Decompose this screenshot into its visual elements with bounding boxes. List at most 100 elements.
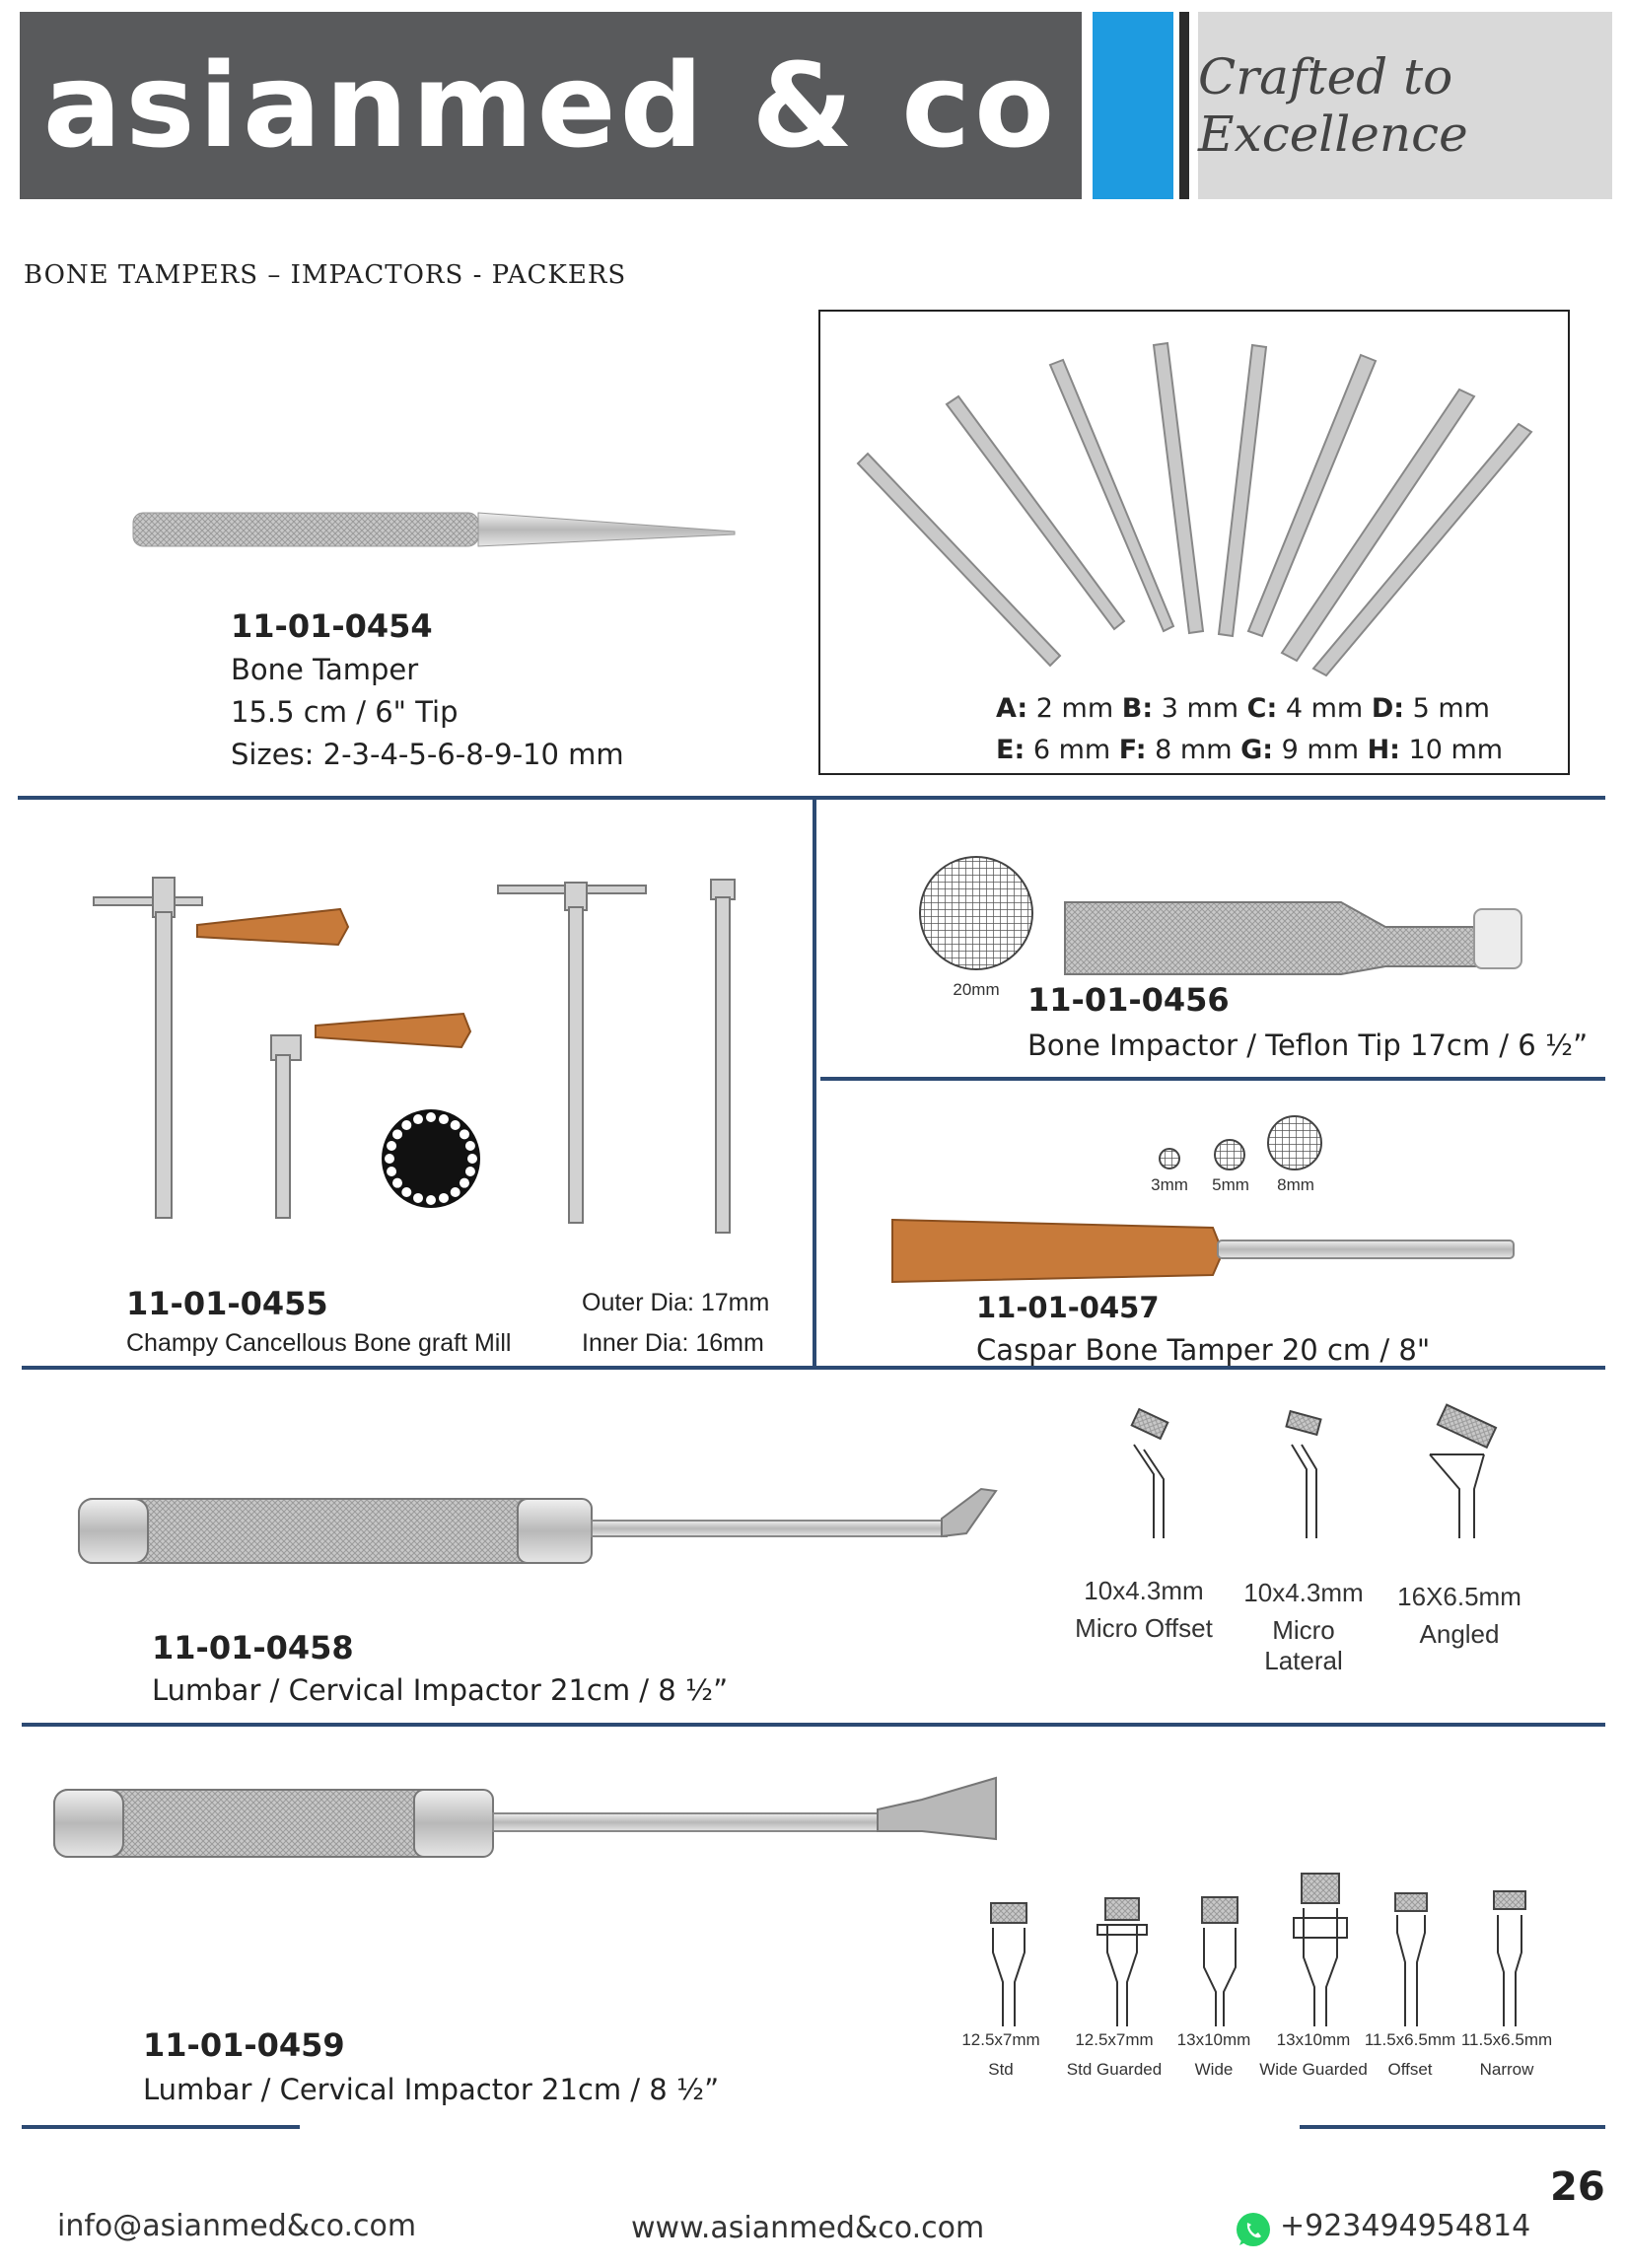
tip-value: 3 mm	[1153, 693, 1247, 724]
footer-rule-right	[1300, 2125, 1605, 2129]
product-code-0459: 11-01-0459	[143, 2026, 345, 2064]
tip-type: Micro Offset	[1075, 1613, 1213, 1643]
tip-size: 12.5x7mm	[961, 2030, 1040, 2049]
tip-value: 2 mm	[1027, 693, 1122, 724]
bone-tamper-image	[132, 512, 736, 547]
tip-key: F:	[1118, 735, 1147, 765]
mill-hole	[401, 1120, 412, 1131]
tip-size: 12.5x7mm	[1075, 2030, 1154, 2049]
tip-type: Wide Guarded	[1259, 2060, 1368, 2079]
tip-size-label: 8mm	[1277, 1175, 1314, 1194]
product-name-0459: Lumbar / Cervical Impactor 21cm / 8 ½”	[143, 2073, 720, 2106]
tip-size: 13x10mm	[1176, 2030, 1251, 2049]
mill-hole	[426, 1195, 436, 1205]
product-name-0455: Champy Cancellous Bone graft Mill	[126, 1329, 512, 1357]
footer-phone[interactable]: +923494954814	[1280, 2209, 1531, 2243]
wide-tip-drawings	[990, 1873, 1526, 2026]
product-length-0454: 15.5 cm / 6" Tip	[231, 695, 459, 729]
mill-hole	[413, 1192, 424, 1203]
teflon-mesh-image	[919, 856, 1033, 970]
caspar-tamper-image	[891, 1218, 1515, 1284]
tip-value: 6 mm	[1025, 735, 1119, 765]
tip-value: 8 mm	[1146, 735, 1241, 765]
tip-type: Std Guarded	[1066, 2060, 1163, 2079]
tip-key: H:	[1367, 735, 1400, 765]
tip-value: 5 mm	[1404, 693, 1490, 724]
product-sizes-0454: Sizes: 2-3-4-5-6-8-9-10 mm	[231, 738, 624, 771]
page-number: 26	[1550, 2164, 1605, 2210]
tip-type: Std	[988, 2060, 1014, 2079]
product-name-0454: Bone Tamper	[231, 653, 419, 686]
tip-size-label: 3mm	[1151, 1175, 1188, 1194]
mill-hole	[459, 1129, 469, 1140]
section-divider	[22, 1723, 1605, 1727]
tamper-set-panel	[818, 310, 1570, 775]
tip-size: 10x4.3mm	[1243, 1578, 1364, 1607]
mill-hole	[392, 1177, 403, 1188]
header-accent-blue	[1093, 12, 1173, 199]
mill-hole	[467, 1154, 477, 1164]
caspar-tip-circles	[1159, 1115, 1322, 1170]
lumbar-impactor-wide-image	[53, 1776, 997, 1858]
mill-hole	[392, 1129, 403, 1140]
lumbar-tip-drawings	[1130, 1403, 1498, 1538]
mill-hole	[387, 1166, 397, 1176]
outer-diameter: Outer Dia: 17mm	[582, 1289, 770, 1316]
footer-website[interactable]: www.asianmed&co.com	[631, 2211, 985, 2245]
section-divider	[820, 1077, 1605, 1081]
bone-impactor-image	[1064, 901, 1522, 975]
header-accent-dark	[1179, 12, 1189, 199]
section-divider	[18, 796, 1605, 800]
footer-email[interactable]: info@asianmed&co.com	[57, 2209, 417, 2243]
product-name-0458: Lumbar / Cervical Impactor 21cm / 8 ½”	[152, 1673, 729, 1707]
footer-rule-left	[22, 2125, 300, 2129]
header-tagline-panel	[1198, 12, 1612, 199]
mill-hole	[464, 1166, 475, 1176]
tip-key: E:	[996, 735, 1026, 765]
tip-value: 4 mm	[1277, 693, 1372, 724]
product-code-0454: 11-01-0454	[231, 607, 433, 645]
tip-value: 9 mm	[1273, 735, 1368, 765]
tip-type: Wide	[1194, 2060, 1234, 2079]
tip-sizes-line-2: E: 6 mm F: 8 mm G: 9 mm H: 10 mm	[996, 735, 1503, 765]
tip-key: B:	[1121, 693, 1154, 724]
product-code-0458: 11-01-0458	[152, 1629, 354, 1666]
mill-hole	[413, 1114, 424, 1125]
mill-hole	[438, 1192, 449, 1203]
column-divider	[813, 800, 816, 1370]
mill-hole	[387, 1141, 397, 1152]
tip-size: 16X6.5mm	[1397, 1582, 1521, 1611]
inner-diameter: Inner Dia: 16mm	[582, 1329, 764, 1357]
tip-size-label: 5mm	[1212, 1175, 1249, 1194]
bone-graft-mill-image	[93, 877, 736, 1234]
mill-hole	[459, 1177, 469, 1188]
mill-hole	[438, 1114, 449, 1125]
tip-type: Offset	[1387, 2060, 1433, 2079]
product-code-0456: 11-01-0456	[1027, 981, 1230, 1019]
brand-logo: asianmed & co	[42, 37, 1059, 174]
section-title: BONE TAMPERS – IMPACTORS - PACKERS	[24, 260, 627, 290]
tip-type: Angled	[1419, 1619, 1500, 1649]
lumbar-impactor-image	[78, 1487, 998, 1564]
product-code-0455: 11-01-0455	[126, 1285, 328, 1322]
product-code-0457: 11-01-0457	[976, 1291, 1160, 1324]
section-divider	[22, 1366, 1605, 1370]
mill-hole	[401, 1186, 412, 1197]
tip-size: 11.5x6.5mm	[1460, 2030, 1553, 2049]
tip-key: C:	[1246, 693, 1278, 724]
mill-hole	[426, 1112, 436, 1122]
tip-value: 10 mm	[1399, 735, 1504, 765]
tip-size: 11.5x6.5mm	[1364, 2030, 1456, 2049]
tip-type: Micro Lateral	[1264, 1615, 1343, 1675]
header-banner	[20, 12, 1082, 199]
mill-hole	[385, 1154, 394, 1164]
tip-size: 10x4.3mm	[1084, 1576, 1204, 1605]
tip-key: G:	[1240, 735, 1274, 765]
tip-key: D:	[1371, 693, 1405, 724]
tip-key: A:	[996, 693, 1028, 724]
product-name-0456: Bone Impactor / Teflon Tip 17cm / 6 ½”	[1027, 1028, 1589, 1062]
whatsapp-icon	[1237, 2213, 1270, 2246]
product-name-0457: Caspar Bone Tamper 20 cm / 8"	[976, 1333, 1431, 1367]
tamper-set-image	[856, 341, 1533, 677]
tip-sizes-line-1: A: 2 mm B: 3 mm C: 4 mm D: 5 mm	[996, 693, 1490, 724]
